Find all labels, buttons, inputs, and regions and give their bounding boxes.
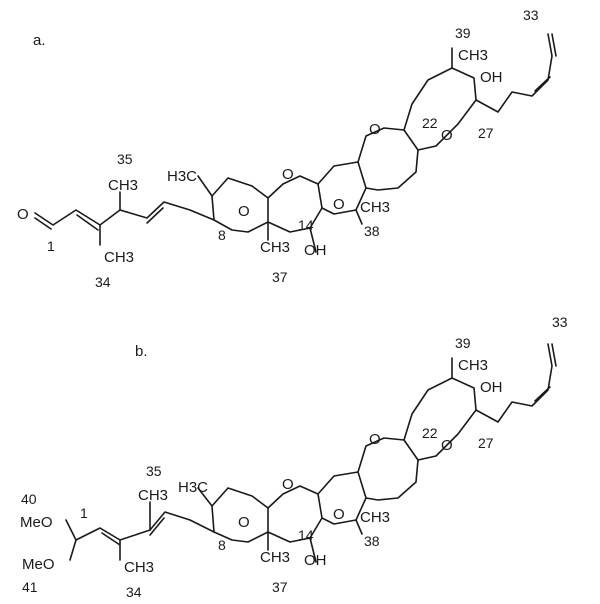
hydroxyl-label: OH [304, 242, 327, 259]
ring-oxygen-label: O [369, 121, 381, 138]
methyl-ch3-label: CH3 [260, 239, 290, 256]
panel-a-atom-labels: O H3C O O O O O OH OH CH3 CH3 CH3 CH3 CH… [17, 47, 503, 266]
ring-oxygen-label: O [441, 127, 453, 144]
locant-label: 14 [298, 217, 314, 233]
panel-b-skeleton [65, 343, 557, 563]
locant-label: 33 [552, 314, 568, 330]
locant-label: 27 [478, 125, 494, 141]
panel-a: a. [17, 7, 557, 290]
locant-label: 22 [422, 425, 438, 441]
locant-label: 35 [146, 463, 162, 479]
hydroxyl-label: OH [480, 69, 503, 86]
locant-label: 1 [47, 238, 55, 254]
panel-b-locants: 40 1 41 35 34 8 37 14 38 22 27 39 33 [21, 314, 568, 600]
locant-label: 8 [218, 537, 226, 553]
methyl-h3c-label: H3C [167, 168, 197, 185]
carbonyl-oxygen: O [17, 206, 29, 223]
methyl-ch3-label: CH3 [108, 177, 138, 194]
methyl-ch3-label: CH3 [104, 249, 134, 266]
locant-label: 40 [21, 491, 37, 507]
locant-label: 41 [22, 579, 38, 595]
ring-oxygen-label: O [238, 203, 250, 220]
ring-oxygen-label: O [369, 431, 381, 448]
ring-oxygen-label: O [333, 196, 345, 213]
methyl-h3c-label: H3C [178, 479, 208, 496]
ring-oxygen-label: O [441, 437, 453, 454]
locant-label: 8 [218, 227, 226, 243]
locant-label: 37 [272, 579, 288, 595]
ring-oxygen-label: O [282, 166, 294, 183]
locant-label: 14 [298, 527, 314, 543]
ring-oxygen-label: O [238, 514, 250, 531]
panel-b-label: b. [135, 343, 148, 360]
methyl-ch3-label: CH3 [360, 199, 390, 216]
locant-label: 37 [272, 269, 288, 285]
locant-label: 35 [117, 151, 133, 167]
locant-label: 38 [364, 533, 380, 549]
methyl-ch3-label: CH3 [360, 509, 390, 526]
ring-oxygen-label: O [333, 506, 345, 523]
methyl-ch3-label: CH3 [260, 549, 290, 566]
locant-label: 34 [95, 274, 111, 290]
ring-oxygen-label: O [282, 476, 294, 493]
hydroxyl-label: OH [304, 552, 327, 569]
hydroxyl-label: OH [480, 379, 503, 396]
methyl-ch3-label: CH3 [458, 47, 488, 64]
panel-a-skeleton [34, 33, 557, 253]
locant-label: 38 [364, 223, 380, 239]
methyl-ch3-label: CH3 [124, 559, 154, 576]
panel-b: b. [20, 314, 568, 600]
methyl-ch3-label: CH3 [138, 487, 168, 504]
locant-label: 27 [478, 435, 494, 451]
locant-label: 39 [455, 335, 471, 351]
locant-label: 22 [422, 115, 438, 131]
panel-a-locants: 1 35 34 8 37 14 38 22 27 39 33 [47, 7, 539, 290]
locant-label: 33 [523, 7, 539, 23]
methyl-ch3-label: CH3 [458, 357, 488, 374]
locant-label: 1 [80, 505, 88, 521]
locant-label: 34 [126, 584, 142, 600]
locant-label: 39 [455, 25, 471, 41]
panel-a-label: a. [33, 32, 46, 49]
methoxy-label: MeO [22, 556, 55, 573]
methoxy-label: MeO [20, 514, 53, 531]
panel-b-atom-labels: MeO MeO H3C O O O O O OH OH CH3 CH3 CH3 … [20, 357, 503, 576]
